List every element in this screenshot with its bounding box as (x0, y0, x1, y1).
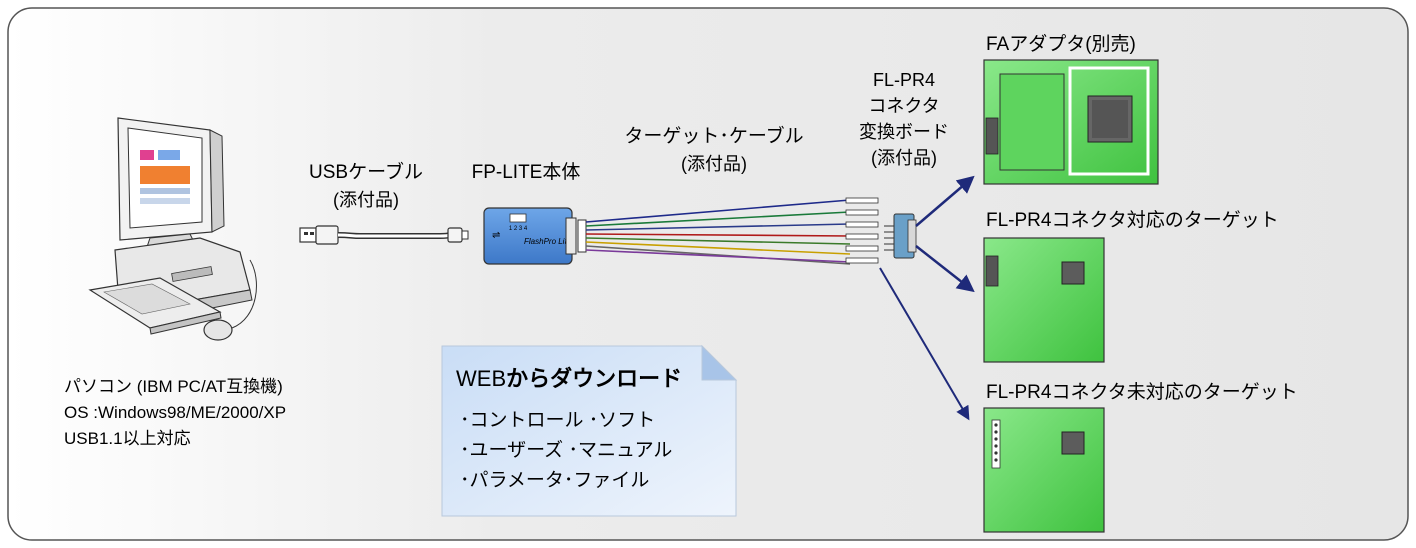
download-title-bold: からダウンロード (506, 366, 682, 391)
desktop-computer-icon (88, 117, 257, 341)
download-title-prefix: WEB (456, 366, 506, 391)
usb-cable-title: USBケーブル (309, 160, 423, 183)
flashpro-lite-unit-icon: 1 2 3 4 FlashPro Lite ⇌ (483, 207, 577, 265)
ribbon-cable-icon (577, 197, 879, 265)
arrow-to-supported-target (915, 245, 975, 293)
download-item: ･ユーザーズ ･マニュアル (460, 439, 672, 461)
fa-adapter-label: FAアダプタ(別売) (986, 33, 1136, 55)
pc-os-label: OS :Windows98/ME/2000/XP (64, 403, 286, 422)
download-title: WEBからダウンロード (456, 366, 682, 391)
download-item: ･コントロール ･ソフト (460, 410, 655, 431)
download-note (441, 344, 738, 517)
fa-adapter-board-icon (983, 59, 1159, 185)
pc-usb-label: USB1.1以上対応 (64, 429, 191, 448)
supported-target-label: FL-PR4コネクタ対応のターゲット (986, 209, 1279, 231)
converter-label-line2: コネクタ (868, 96, 939, 116)
converter-label-line4: (添付品) (871, 148, 937, 168)
usb-cable-note: (添付品) (333, 190, 399, 210)
target-cable-title: ターゲット･ケーブル (624, 124, 803, 147)
target-cable-note: (添付品) (681, 154, 747, 174)
target-board-icon (983, 407, 1105, 533)
download-item: ･パラメータ･ファイル (460, 469, 649, 491)
pc-name-label: パソコン (IBM PC/AT互換機) (64, 377, 283, 396)
unit-chip-text: 1 2 3 4 (509, 226, 528, 232)
target-board-icon (983, 237, 1105, 363)
unit-product-logo: FlashPro Lite (524, 237, 572, 246)
usb-symbol-icon: ⇌ (492, 230, 500, 241)
main-unit-title: FP-LITE本体 (472, 161, 581, 183)
arrow-to-fa-adapter (915, 175, 975, 227)
usb-cable-icon (299, 225, 469, 245)
connector-board-icon (884, 213, 917, 259)
converter-label-line3: 変換ボード (859, 122, 949, 142)
arrow-to-unsupported-target (879, 267, 970, 421)
converter-label-line1: FL-PR4 (873, 70, 935, 90)
unsupported-target-label: FL-PR4コネクタ未対応のターゲット (986, 381, 1298, 403)
